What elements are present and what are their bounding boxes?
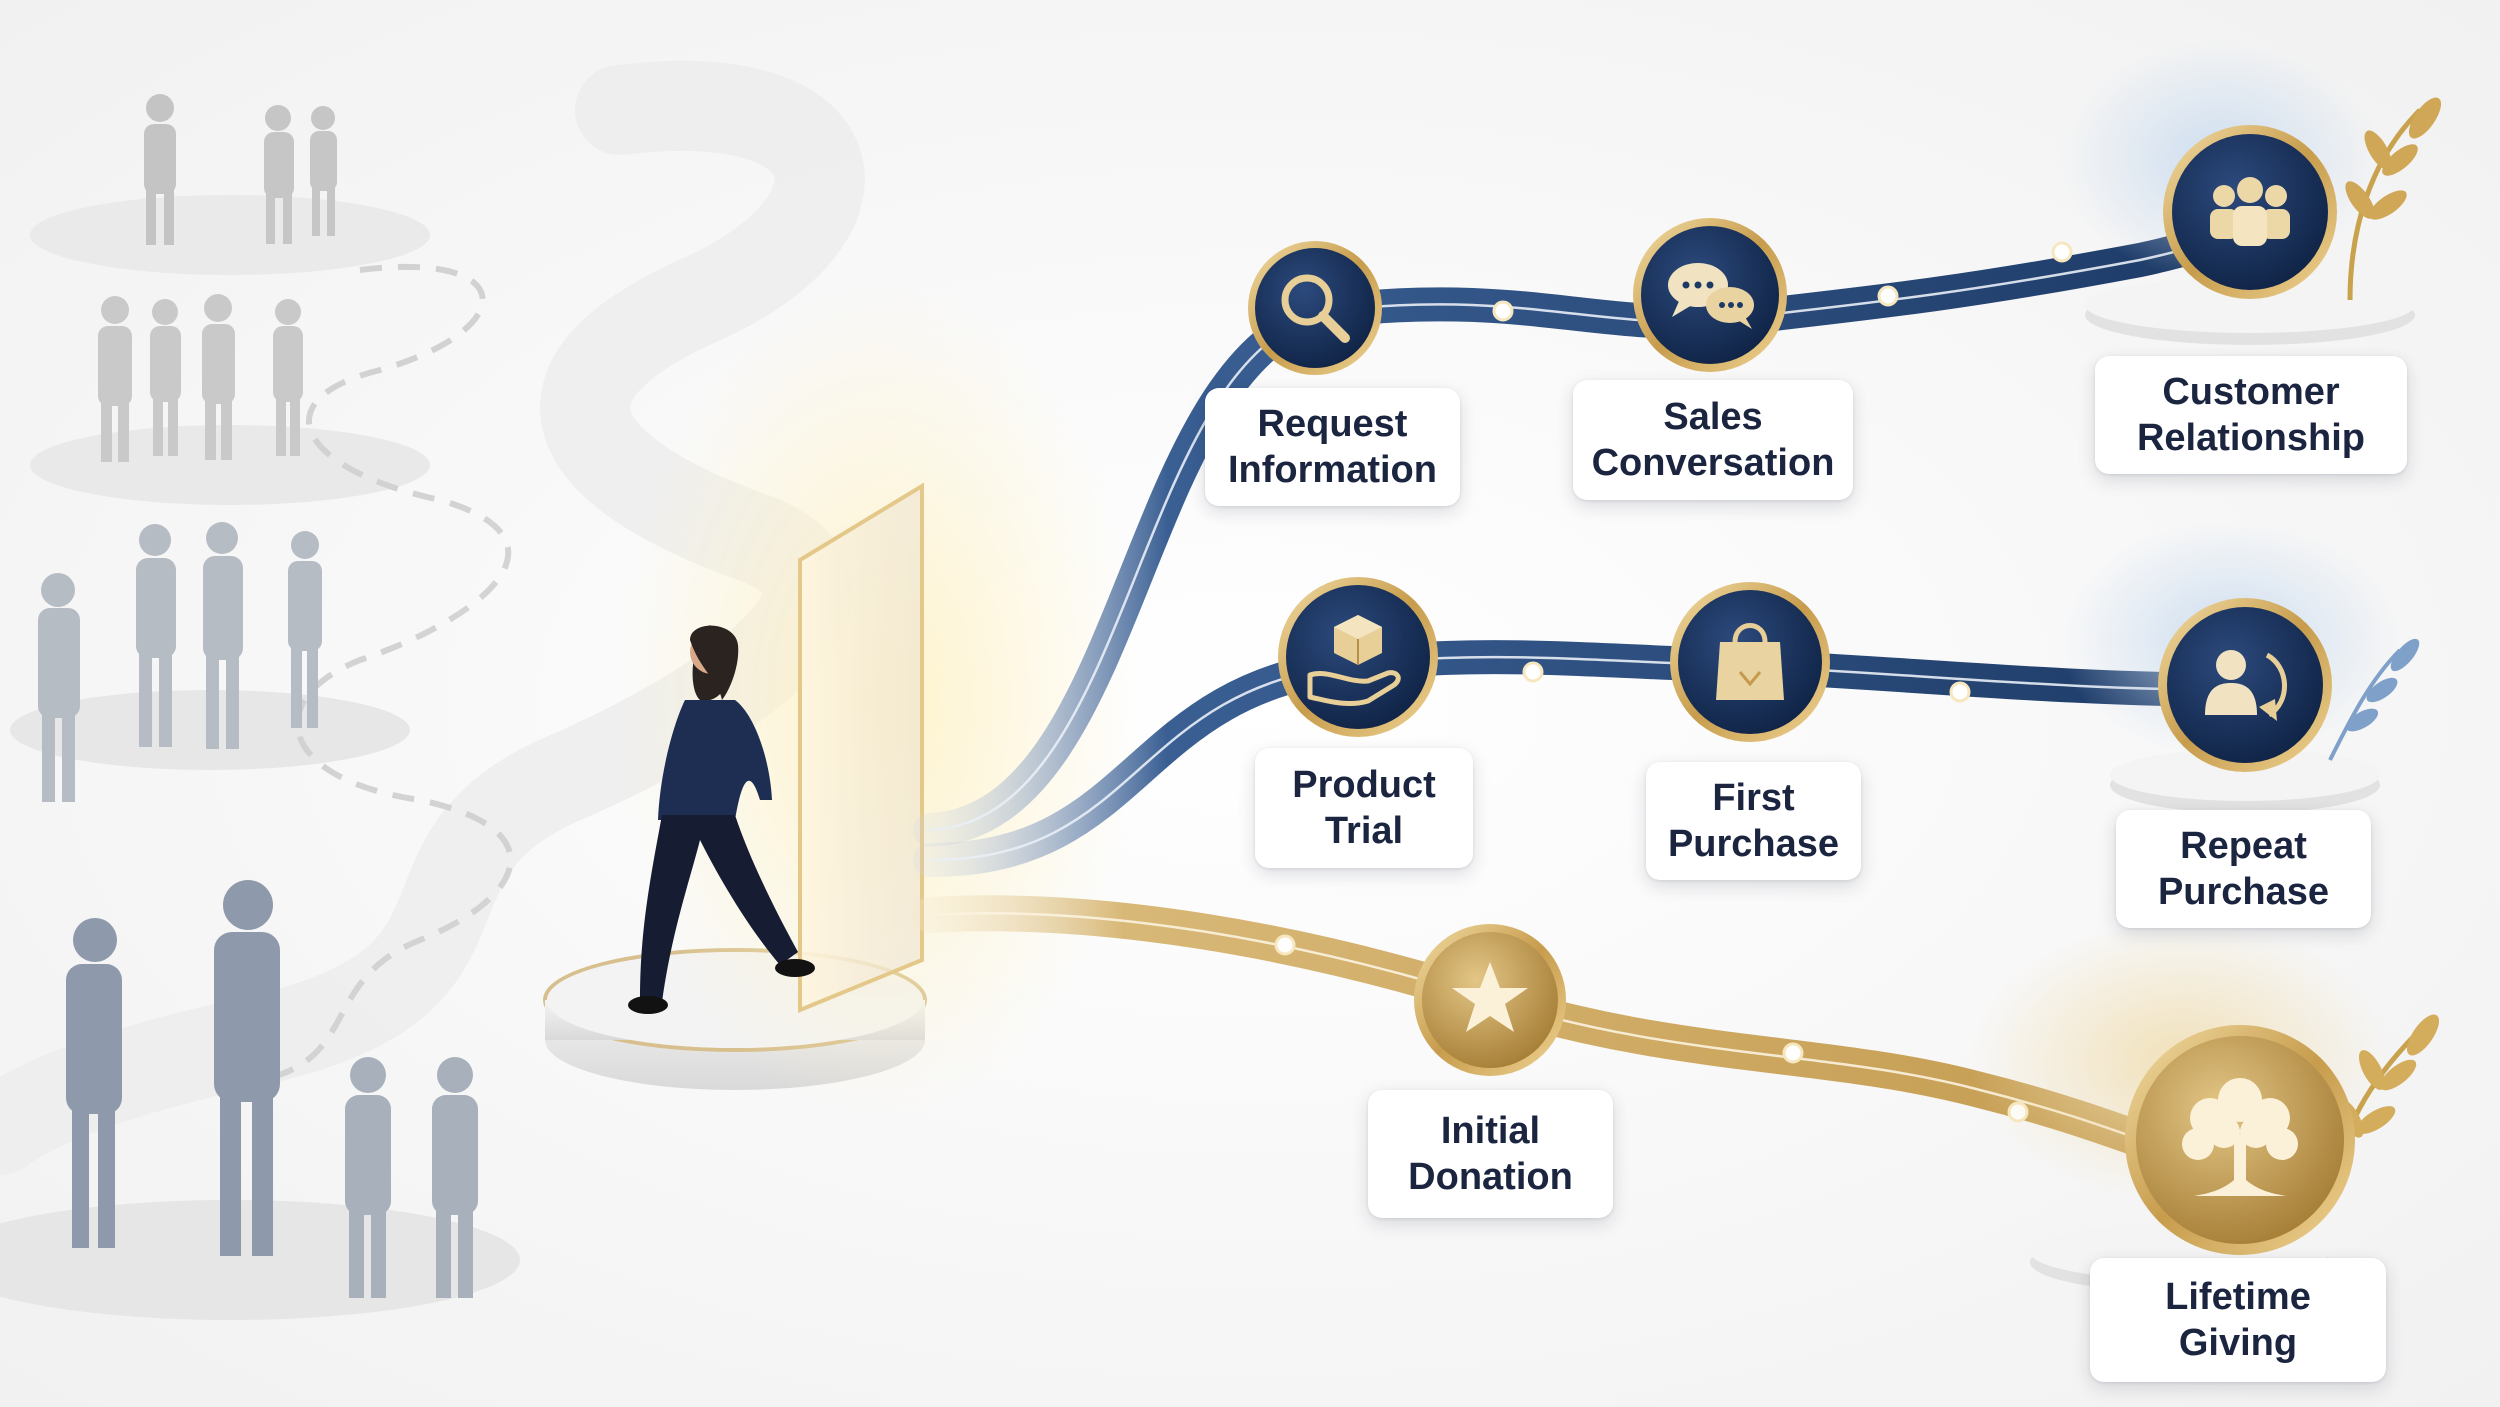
path-purchase [913, 640, 2262, 877]
magnifier-icon [1281, 274, 1350, 343]
label-line: Information [1228, 449, 1437, 491]
leaf-branch-icon [2328, 638, 2420, 761]
crowd-people [38, 94, 478, 1298]
crowd-platform [0, 1200, 520, 1320]
glowing-door [798, 482, 924, 1013]
crowd-area [0, 195, 520, 1320]
label-request-information: Request Information [1205, 388, 1460, 506]
label-line: Conversation [1591, 442, 1835, 484]
person-silhouette [345, 1057, 478, 1298]
person-silhouette [144, 94, 176, 245]
badge-first-purchase [1670, 582, 1830, 742]
label-line: Sales [1663, 396, 1763, 438]
crowd-platform [30, 195, 430, 275]
badge-customer-relationship [2163, 125, 2337, 299]
glow-dot [1949, 681, 1971, 703]
badge-request-information [1248, 241, 1382, 375]
label-line: Lifetime [2165, 1276, 2311, 1318]
path-center-line [929, 655, 2246, 862]
person-silhouette [38, 522, 322, 802]
dashed-trail [259, 263, 514, 1083]
badge-lifetime-giving [2125, 1025, 2355, 1255]
people-group-icon [2210, 177, 2290, 246]
label-lifetime-giving: Lifetime Giving [2090, 1258, 2386, 1382]
label-line: Request [1257, 403, 1408, 445]
person-return-icon [2205, 650, 2287, 721]
person-silhouette [264, 105, 337, 244]
label-sales-conversation: Sales Conversation [1573, 380, 1853, 500]
badge-product-trial [1278, 577, 1438, 737]
chat-bubbles-icon [1668, 263, 1754, 329]
path-sales [913, 203, 2267, 847]
person-silhouette [98, 294, 303, 462]
label-line: Giving [2178, 1322, 2298, 1364]
label-initial-donation: Initial Donation [1368, 1090, 1613, 1218]
star-icon [1452, 962, 1528, 1032]
tree-icon [2182, 1078, 2298, 1196]
label-line: Customer [2162, 371, 2340, 413]
label-line: Product [1292, 764, 1436, 806]
box-in-hand-icon [1307, 615, 1401, 706]
walking-woman-figure [628, 625, 815, 1014]
crowd-platform [30, 425, 430, 505]
glow-dot [1782, 1042, 1804, 1064]
label-first-purchase: First Purchase [1646, 762, 1861, 880]
glow-dot [1274, 934, 1296, 956]
leaf-branch-icon [2345, 97, 2442, 301]
label-line: First [1712, 777, 1795, 819]
badge-sales-conversation [1633, 218, 1787, 372]
shopping-bag-icon [1716, 623, 1784, 700]
label-line: Trial [1324, 810, 1404, 852]
label-line: Donation [1408, 1156, 1573, 1198]
glow-dot [1492, 300, 1514, 322]
label-customer-relationship: Customer Relationship [2095, 356, 2407, 474]
label-repeat-purchase: Repeat Purchase [2116, 810, 2371, 928]
glow-dot [2051, 241, 2073, 263]
label-line: Purchase [1667, 823, 1840, 865]
label-line: Relationship [2136, 417, 2366, 459]
badge-initial-donation [1414, 924, 1566, 1076]
label-line: Initial [1440, 1110, 1541, 1152]
label-product-trial: Product Trial [1255, 748, 1473, 868]
path-center-line [929, 219, 2251, 832]
person-silhouette [66, 880, 280, 1256]
label-line: Purchase [2157, 871, 2330, 913]
glow-dot [1877, 285, 1899, 307]
badge-repeat-purchase [2158, 598, 2332, 772]
label-line: Repeat [2180, 825, 2307, 867]
glow-dot [1522, 661, 1544, 683]
